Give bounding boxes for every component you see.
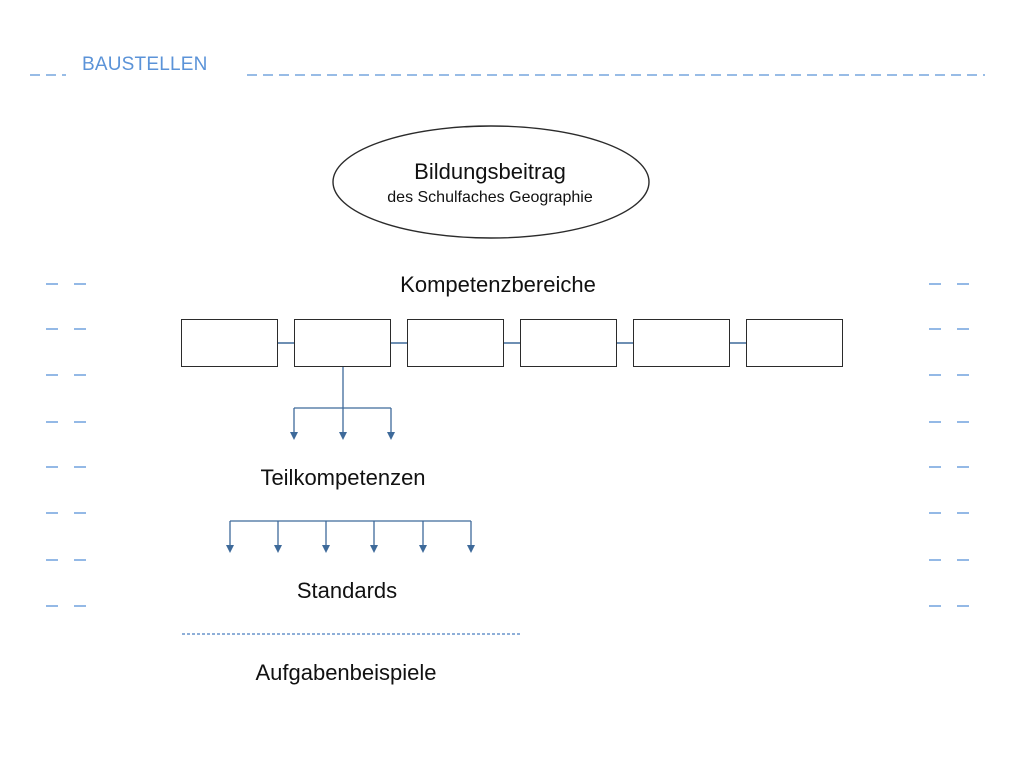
competence-areas-label: Kompetenzbereiche (400, 272, 596, 297)
competence-box-3 (407, 319, 504, 367)
ellipse-subtitle: des Schulfaches Geographie (387, 189, 593, 206)
left-dash-column (46, 283, 86, 607)
competence-box-2 (294, 319, 391, 367)
sub-competences-label: Teilkompetenzen (260, 465, 426, 490)
competence-box-4 (520, 319, 617, 367)
ellipse-title: Bildungsbeitrag (414, 159, 566, 184)
competence-box-5 (633, 319, 730, 367)
header-title: BAUSTELLEN (82, 54, 208, 75)
competence-box-1 (181, 319, 278, 367)
standards-label: Standards (296, 578, 398, 603)
sub-competence-tree (290, 367, 395, 440)
education-ellipse (332, 125, 650, 239)
task-examples-label: Aufgabenbeispiele (255, 660, 437, 685)
standards-tree (226, 520, 475, 553)
competence-box-6 (746, 319, 843, 367)
right-dash-column (929, 283, 969, 607)
